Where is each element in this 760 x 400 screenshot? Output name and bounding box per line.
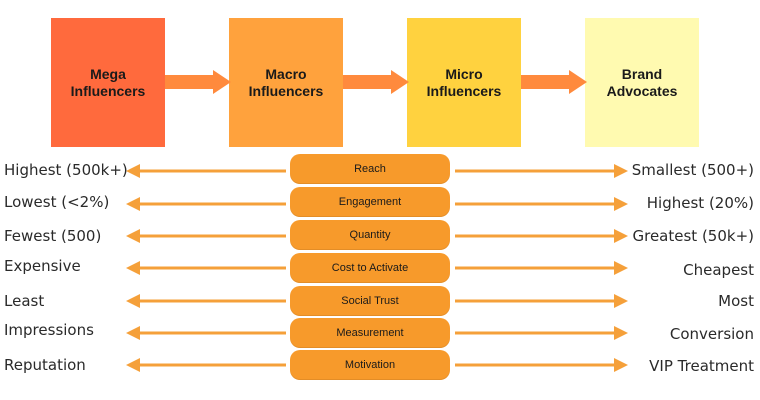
right-arrow [455, 261, 628, 275]
left-arrow [126, 294, 286, 308]
stage-brand-advocates: Brand Advocates [585, 18, 699, 147]
stage-label: Mega Influencers [70, 65, 146, 99]
metric-label: Reach [354, 163, 386, 175]
metric-pill-motivation: Motivation [290, 350, 450, 380]
metric-pill-engagement: Engagement [290, 187, 450, 217]
stage-connector-arrow [521, 70, 587, 94]
row-left-label: Expensive [4, 257, 81, 275]
stage-micro-influencers: Micro Influencers [407, 18, 521, 147]
row-left-label: Least [4, 292, 45, 310]
left-arrow [126, 229, 286, 243]
left-arrow [126, 358, 286, 372]
metric-pill-cost-to-activate: Cost to Activate [290, 253, 450, 283]
metric-label: Engagement [338, 196, 402, 208]
left-arrow [126, 326, 286, 340]
row-left-label: Highest (500k+) [4, 161, 128, 179]
row-right-label: VIP Treatment [649, 357, 754, 375]
metric-pill-quantity: Quantity [290, 220, 450, 250]
row-right-label: Cheapest [683, 261, 754, 279]
row-left-label: Lowest (<2%) [4, 193, 110, 211]
metric-pill-reach: Reach [290, 154, 450, 184]
right-arrow [455, 294, 628, 308]
right-arrow [455, 197, 628, 211]
right-arrow [455, 358, 628, 372]
row-right-label: Highest (20%) [646, 194, 754, 212]
stage-label: Micro Influencers [426, 65, 502, 99]
row-right-label: Conversion [669, 325, 754, 343]
left-arrow [126, 261, 286, 275]
metric-label: Measurement [336, 327, 404, 339]
row-left-label: Reputation [4, 356, 86, 374]
row-left-label: Fewest (500) [4, 227, 102, 245]
stage-mega-influencers: Mega Influencers [51, 18, 165, 147]
metric-pill-measurement: Measurement [290, 318, 450, 348]
row-right-label: Smallest (500+) [631, 161, 754, 179]
metric-label: Cost to Activate [331, 262, 409, 274]
stage-connector-arrow [343, 70, 409, 94]
row-right-label: Most [718, 292, 754, 310]
stage-label: Macro Influencers [248, 65, 324, 99]
left-arrow [126, 197, 286, 211]
stage-connector-arrow [165, 70, 231, 94]
metric-label: Motivation [344, 359, 396, 371]
left-arrow [126, 164, 286, 178]
metric-label: Quantity [349, 229, 391, 241]
metric-label: Social Trust [341, 295, 399, 307]
right-arrow [455, 326, 628, 340]
metric-pill-social-trust: Social Trust [290, 286, 450, 316]
stage-macro-influencers: Macro Influencers [229, 18, 343, 147]
stage-label: Brand Advocates [606, 65, 678, 99]
right-arrow [455, 229, 628, 243]
right-arrow [455, 164, 628, 178]
row-left-label: Impressions [4, 321, 94, 339]
row-right-label: Greatest (50k+) [632, 227, 754, 245]
